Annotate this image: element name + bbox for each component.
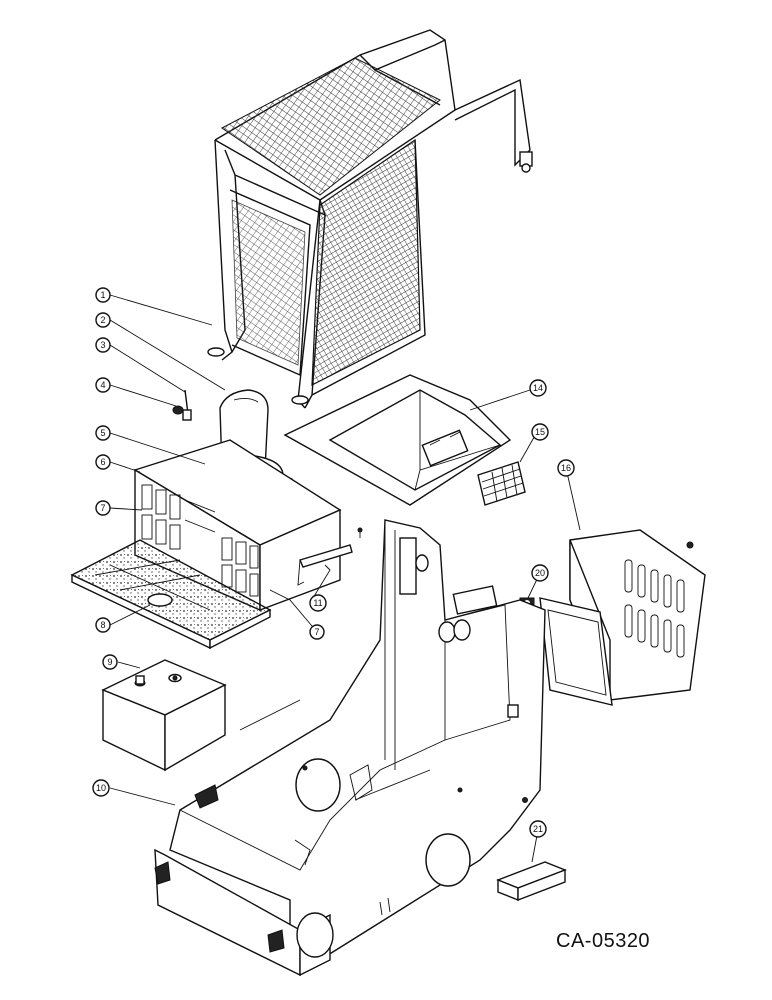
- callout-label: 15: [535, 427, 545, 437]
- callout-9: 9: [102, 654, 118, 670]
- callout-label: 7: [314, 627, 319, 637]
- main-frame-icon: [154, 519, 546, 977]
- callout-label: 20: [535, 568, 545, 578]
- callout-5: 5: [95, 425, 111, 441]
- callout-label: 8: [100, 620, 105, 630]
- callout-1: 1: [95, 287, 111, 303]
- callout-16: 16: [557, 459, 575, 477]
- callout-15: 15: [531, 423, 549, 441]
- callout-label: 6: [100, 457, 105, 467]
- fuel-tank-icon: [101, 659, 227, 772]
- callout-label: 9: [107, 657, 112, 667]
- callout-14: 14: [529, 379, 547, 397]
- callout-label: 14: [533, 383, 543, 393]
- hardware-icon: [172, 389, 192, 421]
- floor-plate-icon: [70, 539, 272, 650]
- callout-10: 10: [92, 779, 110, 797]
- callout-label: 7: [100, 503, 105, 513]
- rops-canopy-icon: [207, 29, 533, 409]
- callout-label: 4: [100, 380, 105, 390]
- callout-11: 11: [309, 594, 327, 612]
- callout-7a: 7: [95, 500, 111, 516]
- battery-tray-icon: [496, 861, 567, 902]
- callout-4: 4: [95, 377, 111, 393]
- callout-7b: 7: [309, 624, 325, 640]
- callout-6: 6: [95, 454, 111, 470]
- callout-20: 20: [531, 564, 549, 582]
- callout-2: 2: [95, 312, 111, 328]
- callout-21: 21: [529, 820, 547, 838]
- callout-label: 2: [100, 315, 105, 325]
- drawing-number: CA-05320: [556, 930, 651, 952]
- bracket-icon: [297, 527, 363, 586]
- callout-label: 11: [313, 598, 322, 608]
- engine-hood-icon: [283, 374, 512, 506]
- callout-label: 16: [561, 463, 571, 473]
- callout-label: 5: [100, 428, 105, 438]
- callout-label: 21: [533, 824, 543, 834]
- callout-3: 3: [95, 337, 111, 353]
- callout-label: 3: [100, 340, 105, 350]
- callout-label: 10: [96, 783, 106, 793]
- callout-8: 8: [95, 617, 111, 633]
- grille-icon: [477, 461, 526, 506]
- callout-label: 1: [100, 290, 105, 300]
